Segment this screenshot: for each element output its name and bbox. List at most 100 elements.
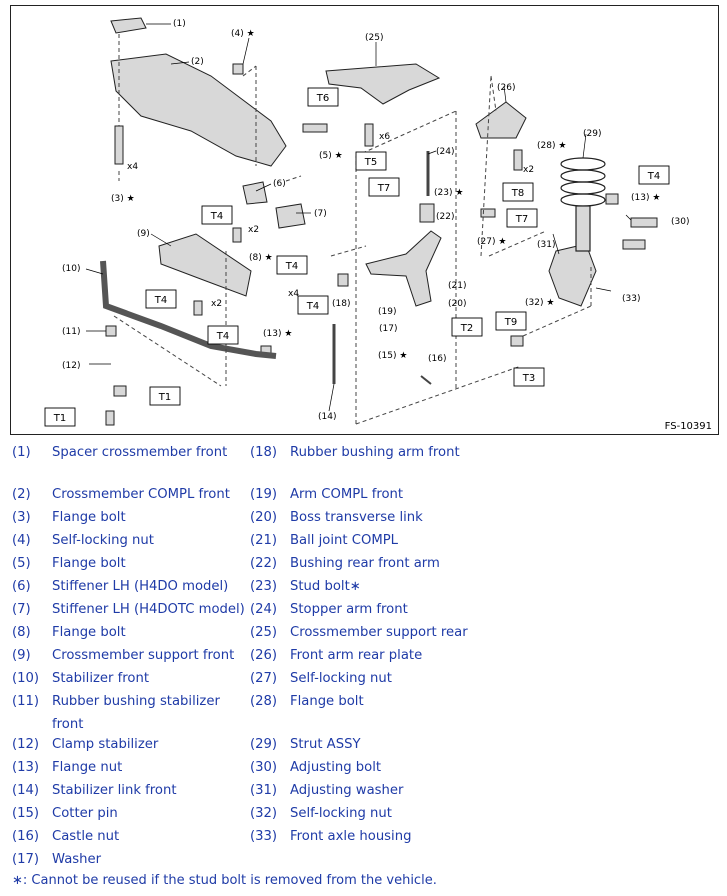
legend-text: Cotter pin	[52, 806, 118, 821]
callout-17: (17)	[379, 324, 397, 334]
legend-number: (7)	[12, 602, 31, 617]
bolt-t1-upper	[113, 385, 127, 397]
callout-labels: (1)(2)(3) ★(4) ★(5) ★(6)(7)(8) ★(9)(10)(…	[62, 19, 689, 422]
legend-text: Castle nut	[52, 829, 120, 844]
callout-8: (8) ★	[249, 253, 273, 263]
legend-number: (8)	[12, 625, 31, 640]
legend-text: Washer	[52, 852, 102, 867]
torque-box-t2	[451, 317, 483, 337]
callout-30: (30)	[671, 217, 689, 227]
callout-13: (13) ★	[263, 329, 292, 339]
diagram-drawing: (1)(2)(3) ★(4) ★(5) ★(6)(7)(8) ★(9)(10)(…	[44, 17, 689, 427]
bushing-11	[105, 325, 117, 337]
callout-2: (2)	[191, 57, 204, 67]
exploded-diagram: (1)(2)(3) ★(4) ★(5) ★(6)(7)(8) ★(9)(10)(…	[10, 5, 719, 435]
callout-16: (16)	[428, 354, 446, 364]
bolt-t4-a	[193, 300, 203, 316]
callout-31: (31)	[537, 240, 555, 250]
qty-x2: x2	[248, 225, 259, 235]
flange-bolt-t1	[105, 410, 115, 426]
support-rear-shape	[325, 63, 441, 105]
strut-assy	[560, 157, 606, 252]
torque-box-t3	[513, 367, 545, 387]
flange-bolt-t5	[364, 123, 374, 147]
legend-number: (4)	[12, 533, 31, 548]
legend-text: Self-locking nut	[52, 533, 154, 548]
callout-3: (3) ★	[111, 194, 135, 204]
legend-number: (16)	[12, 829, 40, 844]
torque-box-t7	[368, 177, 400, 197]
torque-label-t9: T9	[504, 317, 517, 328]
torque-box-t9	[495, 311, 527, 331]
flange-bolt-3	[114, 125, 124, 165]
legend-number: (12)	[12, 737, 40, 752]
callout-23: (23) ★	[434, 188, 463, 198]
callout-10: (10)	[62, 264, 80, 274]
legend-text: Bushing rear front arm	[290, 556, 440, 571]
bushing-rear-22	[419, 203, 435, 223]
flange-nut-13b	[605, 193, 619, 205]
legend-text: Rubber bushing arm front	[290, 445, 460, 460]
callout-20: (20)	[448, 299, 466, 309]
legend-number: (5)	[12, 556, 31, 571]
legend-number: (20)	[250, 510, 278, 525]
qty-x4: x4	[288, 289, 299, 299]
legend-number: (23)	[250, 579, 278, 594]
axle-housing-shape	[548, 243, 597, 307]
legend-number: (1)	[12, 445, 31, 460]
callout-25: (25)	[365, 33, 383, 43]
callout-32: (32) ★	[525, 298, 554, 308]
legend-number: (17)	[12, 852, 40, 867]
stiffener-lh-h4dotc	[275, 203, 306, 229]
legend-number: (29)	[250, 737, 278, 752]
callout-9: (9)	[137, 229, 150, 239]
callout-15: (15) ★	[378, 351, 407, 361]
arm-shape	[365, 230, 442, 307]
legend-number: (13)	[12, 760, 40, 775]
crossmember-shape	[110, 53, 287, 167]
torque-box-t4	[638, 165, 670, 185]
legend-number: (11)	[12, 694, 40, 709]
legend-text: Crossmember support rear	[290, 625, 468, 640]
footnote: ∗: Cannot be reused if the stud bolt is …	[12, 873, 437, 888]
legend-text: Flange bolt	[290, 694, 364, 709]
callout-33: (33)	[622, 294, 640, 304]
legend-text: Strut ASSY	[290, 737, 361, 752]
self-locking-nut-27	[480, 208, 496, 218]
torque-box-t4	[276, 255, 308, 275]
callout-27: (27) ★	[477, 237, 506, 247]
legend-number: (14)	[12, 783, 40, 798]
stiffener-lh-h4do	[242, 181, 268, 205]
flange-bolt-28	[513, 149, 523, 171]
torque-label-t7: T7	[515, 214, 528, 225]
legend-text: Self-locking nut	[290, 671, 392, 686]
bushing-18	[337, 273, 349, 287]
legend-number: (2)	[12, 487, 31, 502]
callout-24: (24)	[436, 147, 454, 157]
torque-box-t1	[44, 407, 76, 427]
callout-28: (28) ★	[537, 141, 566, 151]
legend-text: Front arm rear plate	[290, 648, 423, 663]
flange-bolt-5	[302, 123, 328, 133]
legend-text: Flange bolt	[52, 556, 126, 571]
callout-1: (1)	[173, 19, 186, 29]
callout-22: (22)	[436, 212, 454, 222]
legend-number: (24)	[250, 602, 278, 617]
legend-text: Ball joint COMPL	[290, 533, 399, 548]
torque-label-t4: T4	[210, 211, 223, 222]
torque-label-t6: T6	[316, 93, 329, 104]
legend-number: (21)	[250, 533, 278, 548]
spacer-shape	[110, 17, 147, 34]
legend-text: Flange bolt	[52, 625, 126, 640]
legend-text: Adjusting washer	[290, 783, 404, 798]
qty-x2: x2	[211, 299, 222, 309]
legend-number: (25)	[250, 625, 278, 640]
assembly-lines	[113, 34, 592, 425]
legend-text: Spacer crossmember front	[52, 445, 228, 460]
torque-label-t1: T1	[158, 392, 171, 403]
legend-number: (31)	[250, 783, 278, 798]
self-locking-nut-4	[232, 63, 244, 75]
callout-6: (6)	[273, 179, 286, 189]
